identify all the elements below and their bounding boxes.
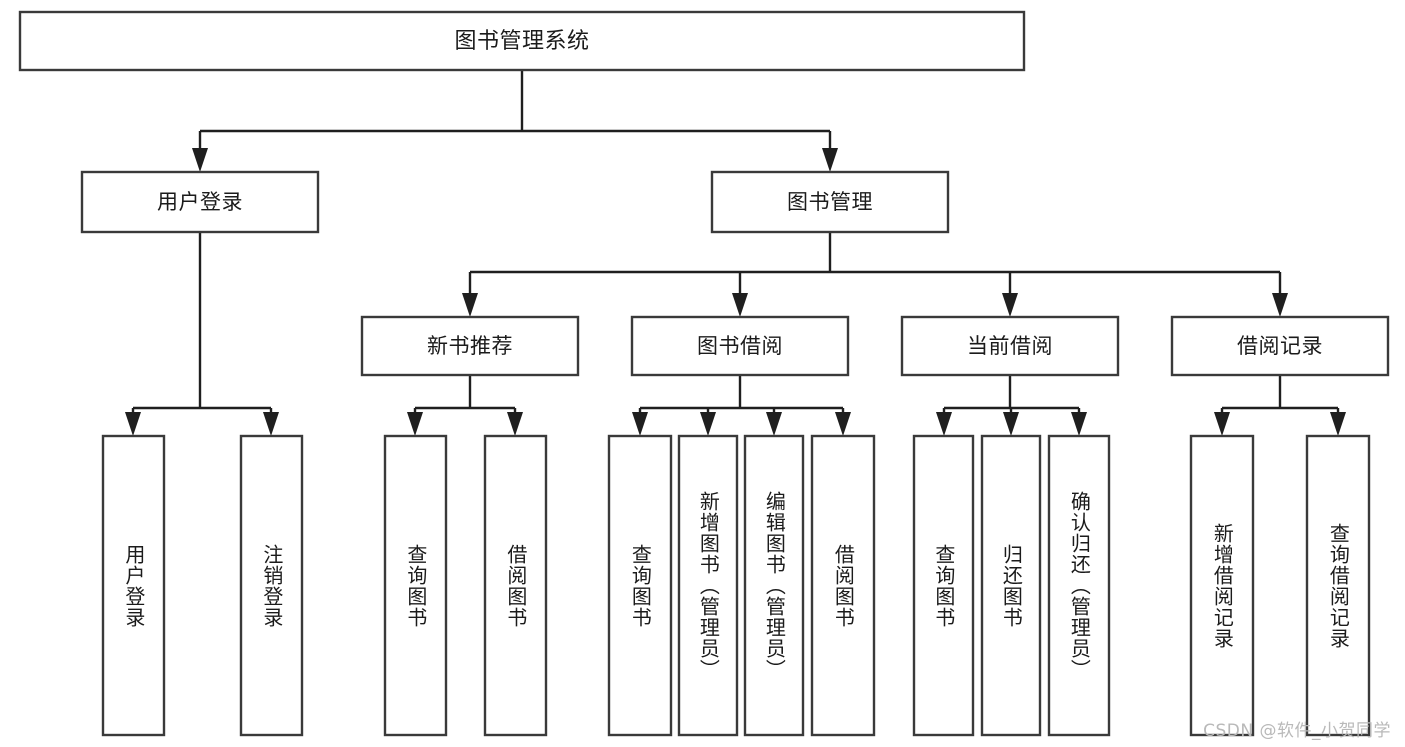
leaf-box-cb-3[interactable] bbox=[1047, 434, 1111, 737]
node-current-borrow[interactable]: 当前借阅 bbox=[900, 315, 1120, 377]
arrowhead-bb-leaf-4 bbox=[835, 412, 851, 436]
arrowhead-book-mgmt bbox=[822, 148, 838, 172]
leaf-box-br-2[interactable] bbox=[1305, 434, 1371, 737]
arrowhead-cb-leaf-3 bbox=[1071, 412, 1087, 436]
connector-group-user-login bbox=[125, 232, 279, 436]
node-book-management-box bbox=[710, 170, 950, 234]
arrowhead-bb-leaf-3 bbox=[766, 412, 782, 436]
leaf-box-bb-1[interactable] bbox=[607, 434, 673, 737]
leaf-box-bb-2[interactable] bbox=[677, 434, 739, 737]
node-root-label: 图书管理系统 bbox=[454, 29, 589, 54]
leaf-boxes-book-borrow bbox=[607, 434, 876, 737]
arrowhead-bb-leaf-2 bbox=[700, 412, 716, 436]
arrowhead-current-borrow bbox=[1002, 293, 1018, 317]
arrowhead-br-leaf-1 bbox=[1214, 412, 1230, 436]
leaf-box-cb-2[interactable] bbox=[980, 434, 1042, 737]
leaf-box-nbr-2[interactable] bbox=[483, 434, 548, 737]
leaf-boxes-new-book-recommend bbox=[383, 434, 548, 737]
node-root-box bbox=[18, 10, 1026, 72]
node-root-book-management-system[interactable]: 图书管理系统 bbox=[18, 10, 1026, 72]
arrowhead-nbr-leaf-2 bbox=[507, 412, 523, 436]
leaf-boxes-user-login bbox=[101, 434, 304, 737]
node-current-borrow-box bbox=[900, 315, 1120, 377]
node-new-book-recommend-box bbox=[360, 315, 580, 377]
node-book-management[interactable]: 图书管理 bbox=[710, 170, 950, 234]
node-new-book-recommend-label: 新书推荐 bbox=[427, 334, 513, 358]
connector-group-new-book-recommend bbox=[407, 375, 523, 436]
node-user-login-label: 用户登录 bbox=[157, 190, 243, 214]
node-book-borrow[interactable]: 图书借阅 bbox=[630, 315, 850, 377]
leaf-box-user-login-2[interactable] bbox=[239, 434, 304, 737]
connector-group-book-borrow bbox=[632, 375, 851, 436]
node-user-login[interactable]: 用户登录 bbox=[80, 170, 320, 234]
node-borrow-record[interactable]: 借阅记录 bbox=[1170, 315, 1390, 377]
csdn-watermark: CSDN @软件_小贺同学 bbox=[1203, 721, 1391, 741]
arrowhead-cb-leaf-1 bbox=[936, 412, 952, 436]
connector-group-root bbox=[192, 70, 838, 172]
connector-group-book-mgmt bbox=[462, 232, 1288, 317]
leaf-boxes-current-borrow bbox=[912, 434, 1111, 737]
node-user-login-box bbox=[80, 170, 320, 234]
arrowhead-borrow-record bbox=[1272, 293, 1288, 317]
arrowhead-nbr-leaf-1 bbox=[407, 412, 423, 436]
leaf-boxes-borrow-record bbox=[1189, 434, 1371, 737]
node-book-management-label: 图书管理 bbox=[787, 190, 873, 214]
node-current-borrow-label: 当前借阅 bbox=[967, 334, 1053, 358]
connector-group-current-borrow bbox=[936, 375, 1087, 436]
arrowhead-cb-leaf-2 bbox=[1003, 412, 1019, 436]
leaf-box-nbr-1[interactable] bbox=[383, 434, 448, 737]
leaf-box-bb-4[interactable] bbox=[810, 434, 876, 737]
node-new-book-recommend[interactable]: 新书推荐 bbox=[360, 315, 580, 377]
arrowhead-new-book-recommend bbox=[462, 293, 478, 317]
leaf-box-bb-3[interactable] bbox=[743, 434, 805, 737]
connector-group-borrow-record bbox=[1214, 375, 1346, 436]
arrowhead-leaf-user-login bbox=[125, 412, 141, 436]
leaf-box-user-login-1[interactable] bbox=[101, 434, 166, 737]
node-book-borrow-box bbox=[630, 315, 850, 377]
arrowhead-bb-leaf-1 bbox=[632, 412, 648, 436]
node-borrow-record-box bbox=[1170, 315, 1390, 377]
leaf-box-cb-1[interactable] bbox=[912, 434, 975, 737]
node-borrow-record-label: 借阅记录 bbox=[1237, 334, 1323, 358]
node-book-borrow-label: 图书借阅 bbox=[697, 334, 783, 358]
arrowhead-user-login bbox=[192, 148, 208, 172]
arrowhead-book-borrow bbox=[732, 293, 748, 317]
arrowhead-leaf-logout bbox=[263, 412, 279, 436]
arrowhead-br-leaf-2 bbox=[1330, 412, 1346, 436]
leaf-box-br-1[interactable] bbox=[1189, 434, 1255, 737]
